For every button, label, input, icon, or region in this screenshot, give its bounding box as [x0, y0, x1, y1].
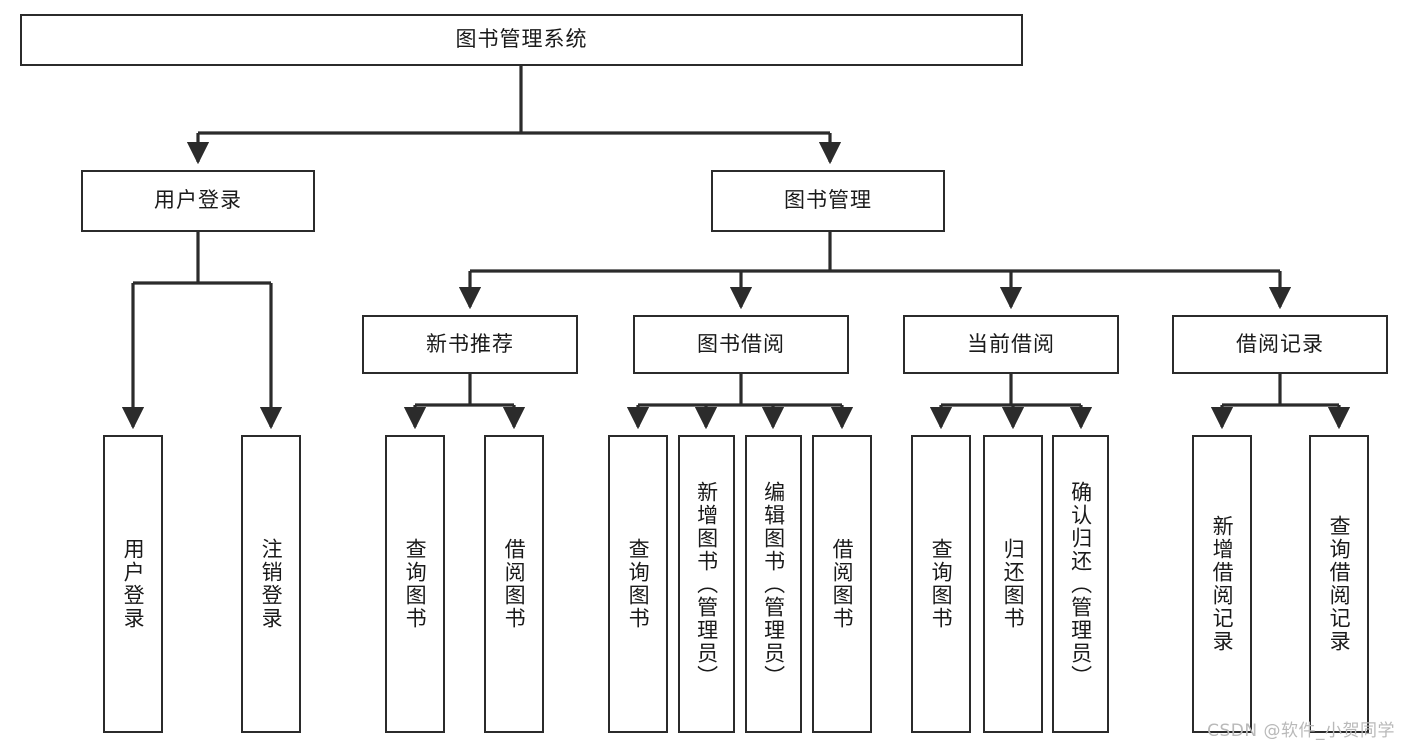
- node-leaf-query-book-cur-label: 查询图书: [929, 538, 954, 630]
- node-leaf-borrow-book-rec-label: 借阅图书: [502, 538, 527, 630]
- node-leaf-query-book-borrow[interactable]: 查询图书: [608, 435, 668, 733]
- node-leaf-add-record[interactable]: 新增借阅记录: [1192, 435, 1252, 733]
- node-leaf-add-book[interactable]: 新增图书（管理员）: [678, 435, 735, 733]
- node-user-login-label: 用户登录: [154, 188, 242, 213]
- node-leaf-add-record-label: 新增借阅记录: [1210, 515, 1235, 653]
- node-root[interactable]: 图书管理系统: [20, 14, 1023, 66]
- node-book-manage[interactable]: 图书管理: [711, 170, 945, 232]
- node-borrow-record[interactable]: 借阅记录: [1172, 315, 1388, 374]
- node-leaf-add-book-label: 新增图书（管理员）: [694, 480, 719, 688]
- node-book-borrow-label: 图书借阅: [697, 331, 785, 356]
- node-leaf-return-book-label: 归还图书: [1001, 538, 1026, 630]
- node-book-manage-label: 图书管理: [784, 188, 872, 213]
- node-leaf-query-record[interactable]: 查询借阅记录: [1309, 435, 1369, 733]
- node-leaf-user-login[interactable]: 用户登录: [103, 435, 163, 733]
- node-current-borrow-label: 当前借阅: [967, 331, 1055, 356]
- node-new-book-rec[interactable]: 新书推荐: [362, 315, 578, 374]
- node-current-borrow[interactable]: 当前借阅: [903, 315, 1119, 374]
- node-new-book-rec-label: 新书推荐: [426, 331, 514, 356]
- node-leaf-edit-book[interactable]: 编辑图书（管理员）: [745, 435, 802, 733]
- node-leaf-query-book-rec[interactable]: 查询图书: [385, 435, 445, 733]
- node-leaf-return-book[interactable]: 归还图书: [983, 435, 1043, 733]
- node-user-login[interactable]: 用户登录: [81, 170, 315, 232]
- node-book-borrow[interactable]: 图书借阅: [633, 315, 849, 374]
- node-leaf-query-book-cur[interactable]: 查询图书: [911, 435, 971, 733]
- node-leaf-edit-book-label: 编辑图书（管理员）: [761, 480, 786, 688]
- node-borrow-record-label: 借阅记录: [1236, 331, 1324, 356]
- node-leaf-borrow-book-label: 借阅图书: [830, 538, 855, 630]
- node-leaf-user-login-label: 用户登录: [121, 538, 146, 630]
- node-leaf-borrow-book-rec[interactable]: 借阅图书: [484, 435, 544, 733]
- node-leaf-query-book-rec-label: 查询图书: [403, 538, 428, 630]
- watermark-text: CSDN @软件_小贺同学: [1207, 721, 1395, 741]
- node-leaf-logout[interactable]: 注销登录: [241, 435, 301, 733]
- node-leaf-confirm-return[interactable]: 确认归还（管理员）: [1052, 435, 1109, 733]
- node-root-label: 图书管理系统: [455, 27, 588, 52]
- node-leaf-query-record-label: 查询借阅记录: [1327, 515, 1352, 653]
- node-leaf-logout-label: 注销登录: [259, 538, 284, 630]
- node-leaf-borrow-book[interactable]: 借阅图书: [812, 435, 872, 733]
- node-leaf-confirm-return-label: 确认归还（管理员）: [1068, 480, 1093, 688]
- node-leaf-query-book-borrow-label: 查询图书: [626, 538, 651, 630]
